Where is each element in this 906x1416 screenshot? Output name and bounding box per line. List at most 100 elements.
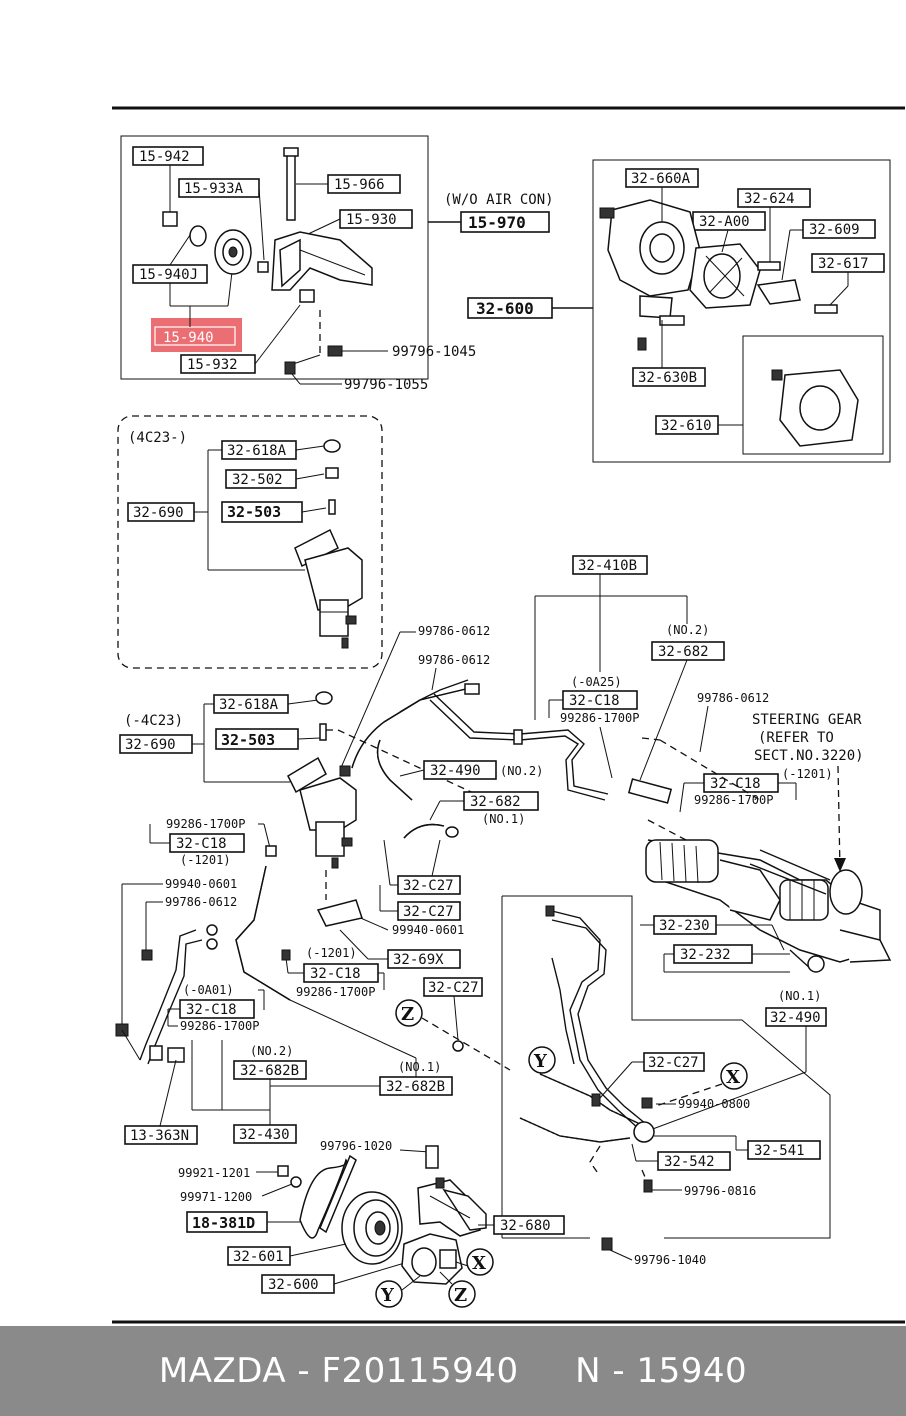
label-32-c18-b[interactable]: 32-C18	[703, 773, 779, 793]
label-32-541[interactable]: 32-541	[747, 1140, 821, 1160]
svg-text:32-618A: 32-618A	[219, 697, 279, 713]
label-32-c27-c[interactable]: 32-C27	[423, 977, 483, 997]
label-32-617[interactable]: 32-617	[811, 253, 885, 273]
label-15-966[interactable]: 15-966	[327, 174, 401, 194]
label-32-600-top[interactable]: 32-600	[467, 297, 553, 319]
label-32-690-mid[interactable]: 32-690	[119, 734, 193, 754]
label-32-430[interactable]: 32-430	[233, 1124, 297, 1144]
label-32-682b-b[interactable]: 32-682B	[379, 1076, 453, 1096]
bolt-99796-1055[interactable]: 99796-1055	[344, 377, 428, 393]
label-32-630b[interactable]: 32-630B	[632, 367, 706, 387]
svg-text:32-C18: 32-C18	[710, 776, 761, 792]
label-32-503-top[interactable]: 32-503	[221, 501, 303, 523]
svg-text:32-542: 32-542	[664, 1154, 715, 1170]
bolt-99786-0612-a[interactable]: 99786-0612	[418, 624, 490, 638]
bolt-99786-0612-c[interactable]: 99786-0612	[697, 691, 769, 705]
label-32-c27-d[interactable]: 32-C27	[643, 1052, 705, 1072]
caption-text: MAZDA - F20115940 N - 15940	[0, 1326, 906, 1416]
label-32-601[interactable]: 32-601	[227, 1246, 291, 1266]
bolt-99940-0800[interactable]: 99940-0800	[678, 1097, 750, 1111]
label-15-930[interactable]: 15-930	[339, 209, 413, 229]
label-15-940[interactable]: 15-940	[151, 318, 242, 352]
label-18-381d[interactable]: 18-381D	[186, 1211, 268, 1233]
label-32-682b-a[interactable]: 32-682B	[233, 1060, 307, 1080]
label-32-c18-c[interactable]: 32-C18	[169, 833, 245, 853]
bolt-99940-0601-b[interactable]: 99940-0601	[392, 923, 464, 937]
bolt-99286-1700p-a[interactable]: 99286-1700P	[560, 711, 639, 725]
label-32-69x[interactable]: 32-69X	[387, 949, 461, 969]
label-32-232[interactable]: 32-232	[673, 944, 753, 964]
label-32-a00[interactable]: 32-A00	[692, 211, 766, 231]
svg-text:32-C27: 32-C27	[403, 904, 454, 920]
label-32-624[interactable]: 32-624	[737, 188, 811, 208]
idler-group-frame	[120, 135, 429, 380]
label-32-618a-mid[interactable]: 32-618A	[213, 694, 289, 714]
label-15-942[interactable]: 15-942	[132, 146, 204, 166]
bolt-99796-0816[interactable]: 99796-0816	[684, 1184, 756, 1198]
label-32-690-top[interactable]: 32-690	[127, 502, 195, 522]
bolt-99940-0601-a[interactable]: 99940-0601	[165, 877, 237, 891]
svg-text:32-69X: 32-69X	[393, 952, 444, 968]
label-32-503-mid[interactable]: 32-503	[215, 728, 299, 750]
label-32-c27-a[interactable]: 32-C27	[397, 875, 461, 895]
pipe-group-frame	[502, 895, 831, 1239]
label-32-c18-e[interactable]: 32-C18	[179, 999, 255, 1019]
bolt-99286-1700p-d[interactable]: 99286-1700P	[296, 985, 375, 999]
label-15-940j[interactable]: 15-940J	[132, 264, 208, 284]
label-32-490-b[interactable]: 32-490	[765, 1007, 827, 1027]
note-4c23-plus: (4C23-)	[128, 430, 187, 446]
label-32-682-top[interactable]: 32-682	[651, 641, 725, 661]
hose-icon-3	[519, 905, 655, 1143]
bolt-99921-1201[interactable]: 99921-1201	[178, 1166, 250, 1180]
hose-icon-2	[115, 865, 291, 1065]
svg-text:32-617: 32-617	[818, 256, 869, 272]
label-15-970[interactable]: 15-970	[460, 211, 550, 233]
label-32-600-bottom[interactable]: 32-600	[261, 1274, 335, 1294]
note-minus-0a01: (-0A01)	[183, 983, 234, 997]
label-32-230[interactable]: 32-230	[653, 915, 717, 935]
label-32-542[interactable]: 32-542	[657, 1151, 731, 1171]
label-13-363n[interactable]: 13-363N	[124, 1125, 198, 1145]
bolt-99286-1700p-b[interactable]: 99286-1700P	[694, 793, 773, 807]
caption-part-number: MAZDA - F20115940	[158, 1351, 519, 1391]
bolt-99796-1045[interactable]: 99796-1045	[392, 344, 476, 360]
label-32-609[interactable]: 32-609	[802, 219, 876, 239]
svg-text:15-932: 15-932	[187, 357, 238, 373]
bolt-99786-0612-d[interactable]: 99786-0612	[165, 895, 237, 909]
note-wo-air-con: (W/O AIR CON)	[444, 192, 554, 208]
bolt-99796-1020[interactable]: 99796-1020	[320, 1139, 392, 1153]
svg-text:32-A00: 32-A00	[699, 214, 750, 230]
bolt-99796-1040[interactable]: 99796-1040	[634, 1253, 706, 1267]
svg-text:13-363N: 13-363N	[130, 1128, 189, 1144]
svg-text:32-600: 32-600	[476, 299, 534, 318]
note-no1-right: (NO.1)	[778, 989, 821, 1003]
label-32-490-a[interactable]: 32-490	[423, 760, 497, 780]
steering-gear-icon	[645, 839, 892, 973]
pulley-icon-2	[341, 1191, 403, 1265]
label-32-502[interactable]: 32-502	[225, 469, 297, 489]
bolt-99286-1700p-c[interactable]: 99286-1700P	[166, 817, 245, 831]
note-no1-low: (NO.1)	[398, 1060, 441, 1074]
label-32-c18-a[interactable]: 32-C18	[562, 690, 638, 710]
label-15-933a[interactable]: 15-933A	[178, 178, 260, 198]
bolt-99971-1200[interactable]: 99971-1200	[180, 1190, 252, 1204]
label-32-610[interactable]: 32-610	[655, 415, 719, 435]
label-32-c27-b[interactable]: 32-C27	[397, 901, 461, 921]
svg-text:Z: Z	[401, 1004, 414, 1025]
label-32-660a[interactable]: 32-660A	[625, 168, 699, 188]
bolt-99286-1700p-e[interactable]: 99286-1700P	[180, 1019, 259, 1033]
svg-text:X: X	[472, 1253, 486, 1274]
label-32-c18-d[interactable]: 32-C18	[303, 963, 379, 983]
label-32-682-mid[interactable]: 32-682	[463, 791, 539, 811]
svg-text:32-C18: 32-C18	[176, 836, 227, 852]
svg-text:32-430: 32-430	[239, 1127, 290, 1143]
note-steering-gear-2: (REFER TO	[758, 730, 834, 746]
label-32-618a-top[interactable]: 32-618A	[221, 440, 297, 460]
label-32-680[interactable]: 32-680	[493, 1215, 565, 1235]
label-15-932[interactable]: 15-932	[180, 354, 256, 374]
svg-text:32-660A: 32-660A	[631, 171, 691, 187]
bolt-99786-0612-b[interactable]: 99786-0612	[418, 653, 490, 667]
label-32-410b[interactable]: 32-410B	[572, 555, 648, 575]
note-steering-gear-1: STEERING GEAR	[752, 712, 862, 728]
